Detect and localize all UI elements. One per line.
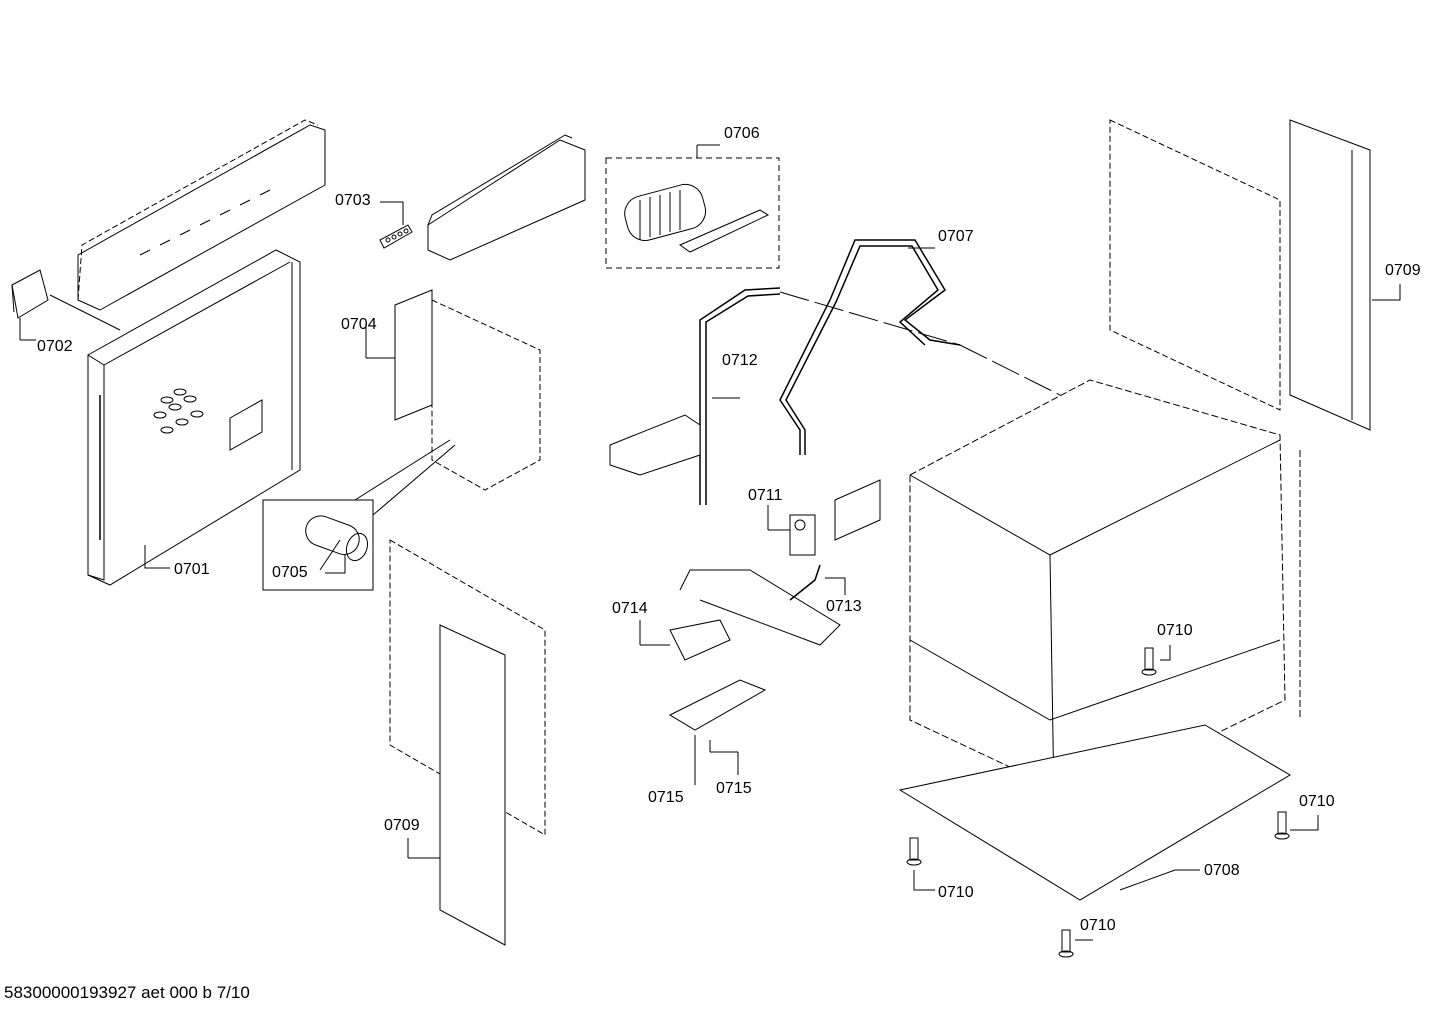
part-0705-detail-box [262,439,456,591]
part-0707-pipe [779,239,961,455]
label-0708: 0708 [1204,862,1240,879]
part-0711-valve [767,479,881,556]
part-0715-screws [694,735,739,785]
leader-lines [144,545,1200,871]
label-0705: 0705 [272,564,308,581]
part-0709-panel-right [1109,119,1401,431]
label-0709-right: 0709 [1385,262,1421,279]
label-0715-b: 0715 [716,780,752,797]
label-0710-b: 0710 [1299,793,1335,810]
part-0701-side-panel [49,249,301,586]
label-0702: 0702 [37,338,73,355]
part-bottom-plate [668,679,767,731]
part-upper-bracket [427,134,586,261]
part-0709-panel-bottom [389,539,546,946]
label-0715-a: 0715 [648,789,684,806]
part-0703-terminal-block [379,201,413,249]
part-0710-screws [906,645,1319,958]
label-0710-a: 0710 [1157,622,1193,639]
part-rear-panel [77,119,326,311]
label-0707: 0707 [938,228,974,245]
label-0710-c: 0710 [938,884,974,901]
label-0713: 0713 [826,598,862,615]
part-0714-burner [639,569,841,661]
label-0709-bottom: 0709 [384,817,420,834]
part-0702-bracket [11,269,49,341]
label-0714: 0714 [612,600,648,617]
label-0712: 0712 [722,352,758,369]
part-0706-fan-box [605,144,780,269]
label-0710-d: 0710 [1080,917,1116,934]
part-0713-pipe [789,564,821,601]
label-0703: 0703 [335,192,371,209]
label-0701: 0701 [174,561,210,578]
label-0706: 0706 [724,125,760,142]
label-0704: 0704 [341,316,377,333]
part-0704-control-board [365,289,541,491]
document-id-footer: 58300000193927 aet 000 b 7/10 [4,983,250,1002]
part-0712-pipe [699,287,781,505]
part-0708-oven-frame [898,379,1301,901]
part-mount-bracket [609,414,701,476]
label-0711: 0711 [748,487,783,504]
